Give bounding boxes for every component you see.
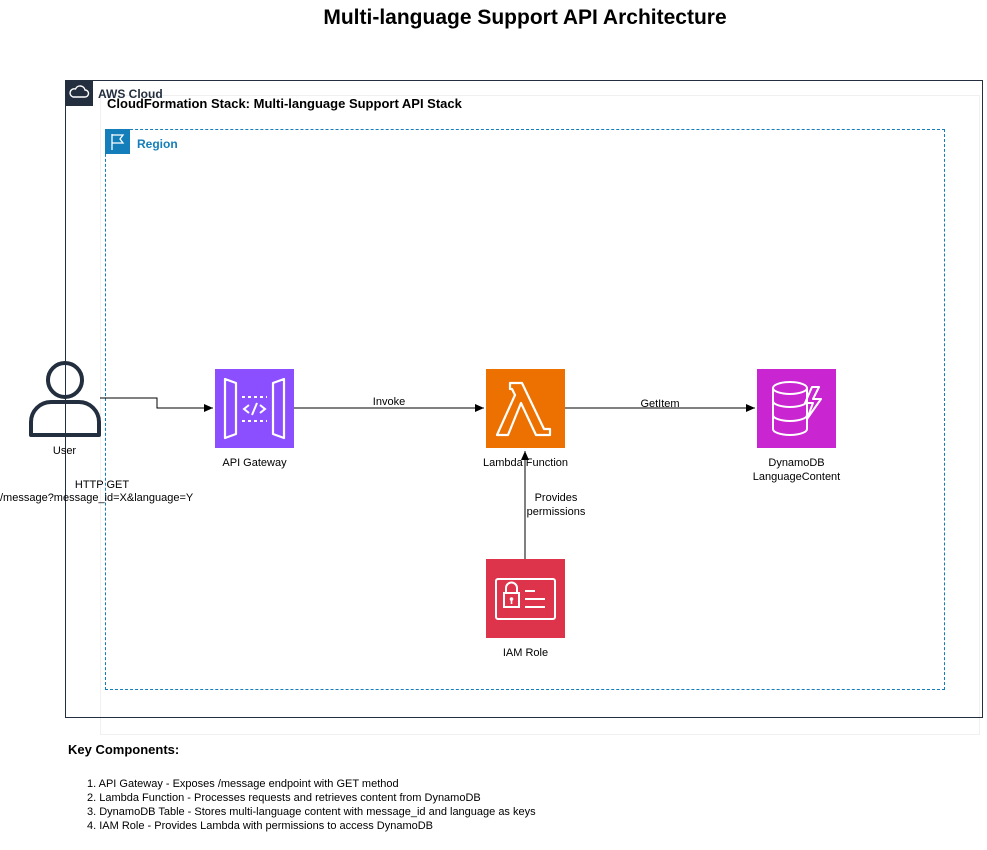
- key-component-item: 2. Lambda Function - Processes requests …: [87, 792, 481, 804]
- region-label: Region: [137, 137, 178, 151]
- stack-group: [100, 95, 980, 735]
- key-component-item: 1. API Gateway - Exposes /message endpoi…: [87, 778, 399, 790]
- aws-cloud-label: AWS Cloud: [98, 87, 163, 101]
- edge-user-to-api: [100, 397, 213, 412]
- dynamodb-label-line1: DynamoDB: [768, 457, 825, 469]
- region-group: [105, 129, 945, 690]
- api-gateway-icon: [215, 369, 294, 448]
- request-label-line2: /message?message_id=X&language=Y: [0, 492, 194, 504]
- user-label: User: [52, 445, 77, 457]
- key-component-item: 4. IAM Role - Provides Lambda with permi…: [87, 820, 434, 832]
- iam-role-label: IAM Role: [502, 647, 549, 659]
- key-component-item: 3. DynamoDB Table - Stores multi-languag…: [87, 806, 536, 818]
- user-icon: [27, 358, 103, 438]
- invoke-label: Invoke: [372, 396, 406, 408]
- dynamodb-label-line2: LanguageContent: [752, 471, 841, 483]
- api-gateway-label: API Gateway: [222, 457, 287, 469]
- key-components-title: Key Components:: [68, 742, 180, 757]
- request-label-line1: HTTP GET: [74, 479, 130, 491]
- key-components-list: 1. API Gateway - Exposes /message endpoi…: [87, 777, 536, 833]
- cloud-icon: [65, 80, 93, 106]
- aws-cloud-group: [65, 80, 983, 718]
- permissions-label-line1: Provides: [534, 492, 578, 504]
- permissions-label-line2: permissions: [526, 506, 586, 518]
- lambda-label: Lambda Function: [483, 457, 568, 469]
- iam-role-icon: [486, 559, 565, 638]
- stack-label: CloudFormation Stack: Multi-language Sup…: [107, 96, 462, 111]
- getitem-label: GetItem: [640, 398, 680, 410]
- flag-icon: [105, 129, 130, 154]
- dynamodb-icon: [757, 369, 836, 448]
- lambda-icon: [486, 369, 565, 448]
- diagram-title: Multi-language Support API Architecture: [323, 6, 727, 29]
